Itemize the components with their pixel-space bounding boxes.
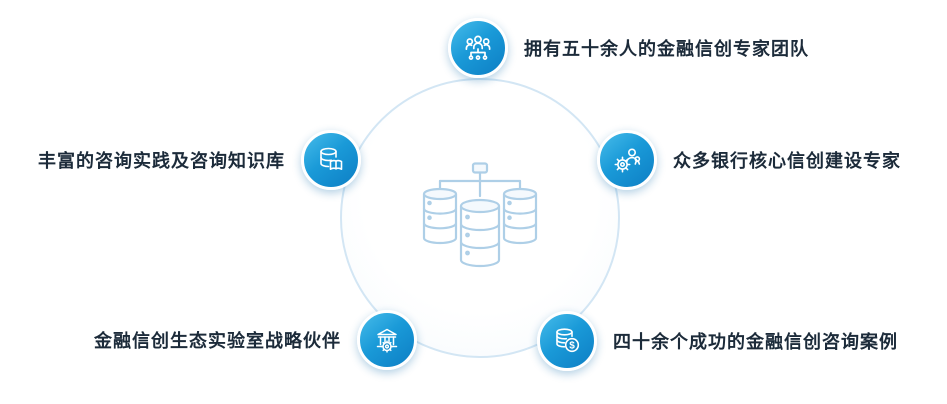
svg-text:$: $ [569,341,575,352]
coin-stack-icon: $ [537,311,597,371]
database-cluster-icon [422,162,538,268]
feature-expert-team: 拥有五十余人的金融信创专家团队 [448,18,809,78]
feature-lab-partner: 金融信创生态实验室战略伙伴 [94,310,417,370]
feature-case-studies: $ 四十余个成功的金融信创咨询案例 [537,311,898,371]
feature-label: 拥有五十余人的金融信创专家团队 [524,39,809,59]
feature-knowledge-base: 丰富的咨询实践及咨询知识库 [38,130,361,190]
team-icon [448,18,508,78]
feature-bank-expert: 众多银行核心信创建设专家 [597,130,901,190]
feature-label: 丰富的咨询实践及咨询知识库 [38,151,285,171]
feature-label: 四十余个成功的金融信创咨询案例 [613,332,898,352]
feature-label: 金融信创生态实验室战略伙伴 [94,331,341,351]
feature-label: 众多银行核心信创建设专家 [673,151,901,171]
knowledge-base-icon [301,130,361,190]
lab-partner-icon [357,310,417,370]
bank-expert-icon [597,130,657,190]
